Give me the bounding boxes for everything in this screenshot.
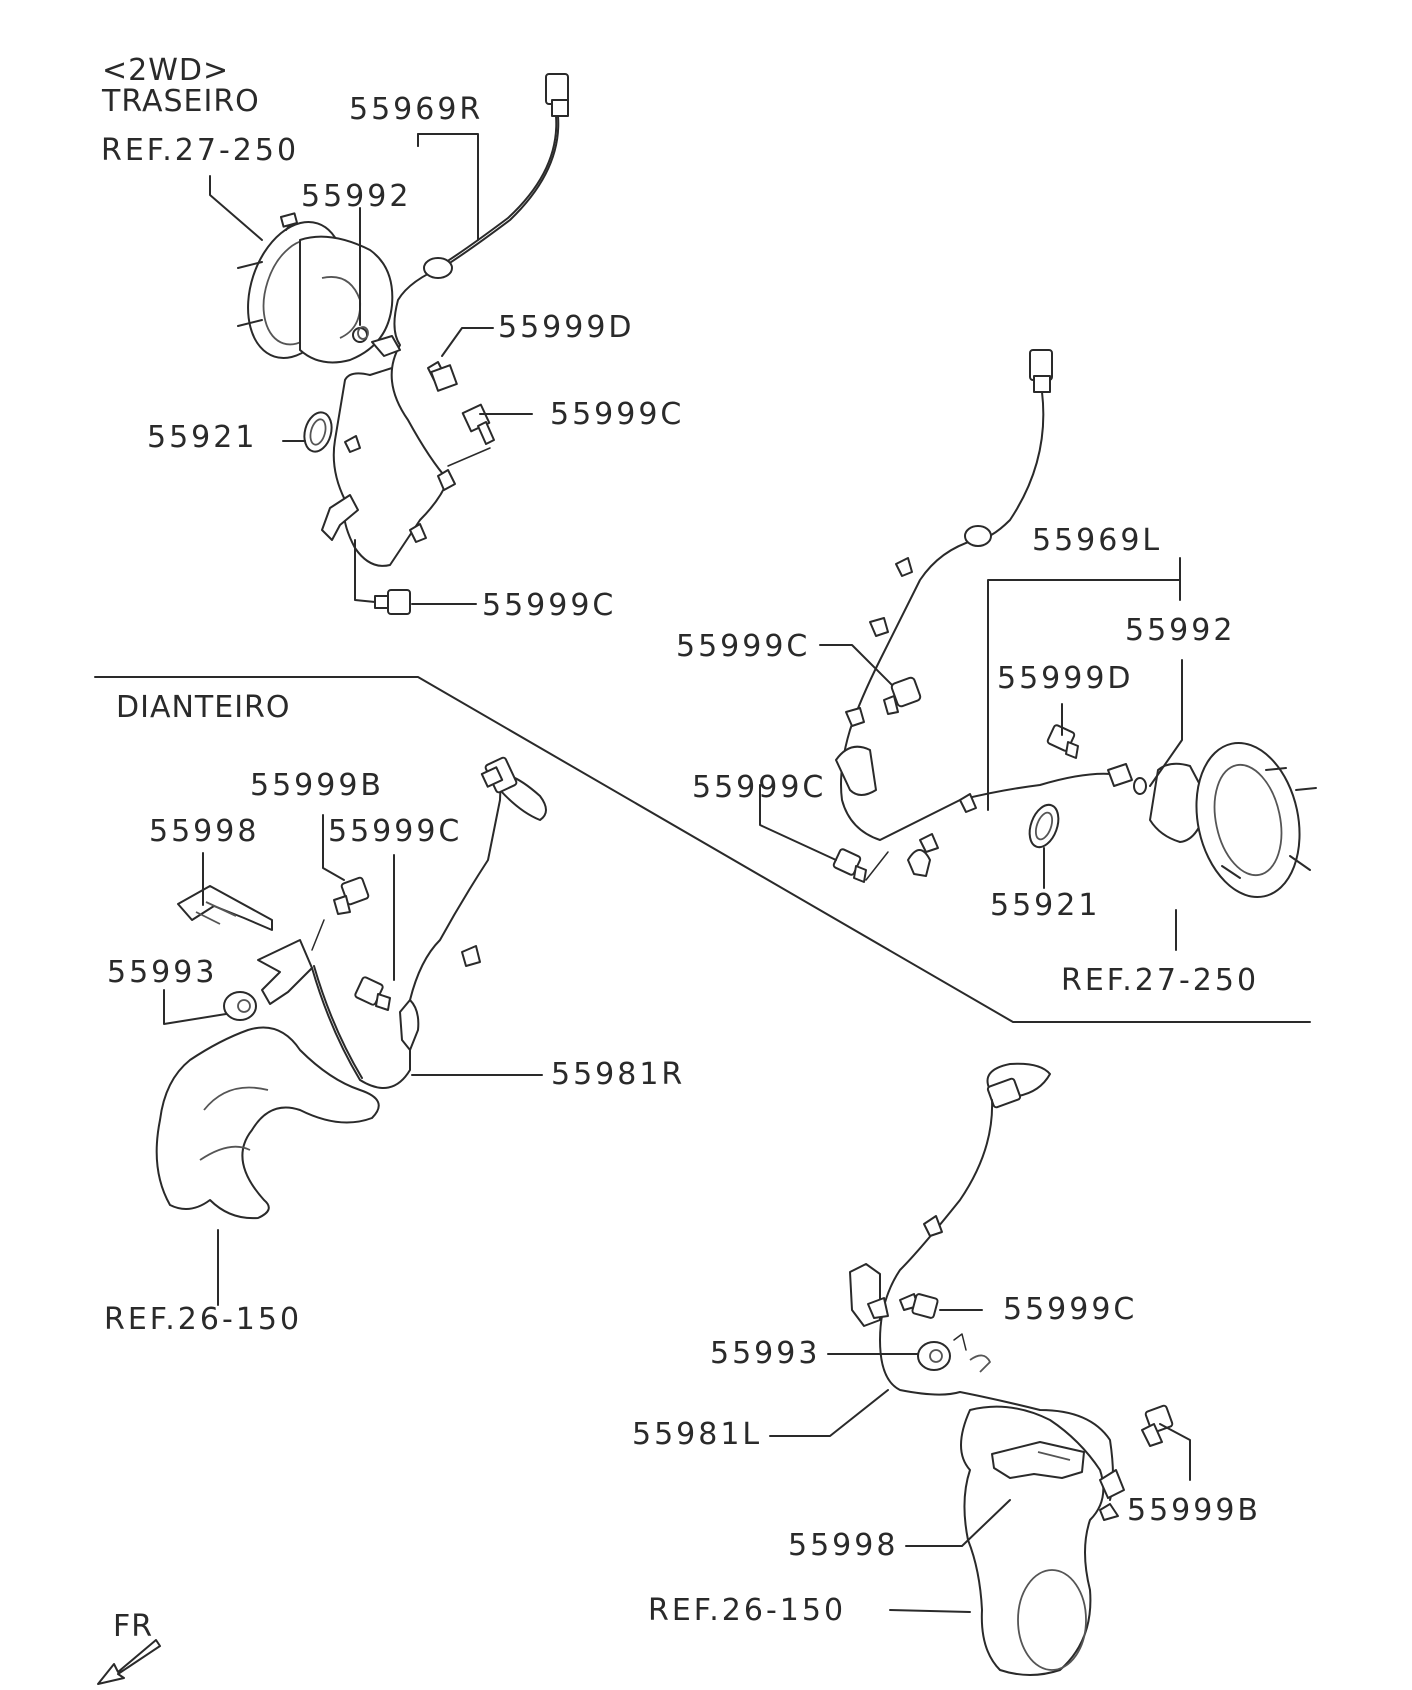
front-left-ref-label: REF.26-150 <box>648 1593 847 1628</box>
bolt-icon <box>461 403 495 445</box>
rear-right-bolt-c-lower-label: 55999C <box>482 588 617 623</box>
wheel-hub-icon <box>1149 741 1317 899</box>
bolt-icon <box>1046 724 1079 759</box>
bolt-icon <box>832 848 867 883</box>
front-left-bracket-label: 55998 <box>788 1528 899 1563</box>
bolt-icon <box>883 676 922 715</box>
bolt-icon <box>899 1293 939 1319</box>
section-divider <box>94 676 1311 1023</box>
nut-icon <box>223 991 257 1021</box>
bracket-icon <box>321 494 359 541</box>
connector-icon <box>480 756 547 821</box>
grommet-icon <box>964 525 992 547</box>
rear-left-bolt-c-upper-label: 55999C <box>676 629 811 664</box>
front-left-assembly <box>769 1062 1191 1676</box>
front-left-sensor-label: 55981L <box>632 1417 763 1452</box>
connector-icon <box>1029 349 1053 393</box>
bolt-icon <box>374 589 411 615</box>
front-left-bolt-c-label: 55999C <box>1003 1292 1138 1327</box>
front-right-ref-label: REF.26-150 <box>104 1302 303 1337</box>
grommet-icon <box>1028 803 1060 849</box>
rear-left-bolt-d-label: 55999D <box>997 661 1134 696</box>
rear-right-ref-label: REF.27-250 <box>101 133 300 168</box>
rear-right-sensor-label: 55969R <box>349 92 484 127</box>
knuckle-icon <box>155 1026 380 1220</box>
front-section-title: DIANTEIRO <box>116 690 291 725</box>
rear-left-ref-label: REF.27-250 <box>1061 963 1260 998</box>
rear-right-bolt-c-upper-label: 55999C <box>550 397 685 432</box>
rear-section-title: TRASEIRO <box>102 84 260 119</box>
wheel-hub-icon <box>237 212 394 364</box>
front-right-assembly <box>155 756 547 1306</box>
bolt-icon <box>354 976 391 1011</box>
rear-left-sensor-label: 55969L <box>1032 523 1163 558</box>
front-left-bolt-b-label: 55999B <box>1127 1493 1262 1528</box>
model-label: <2WD> <box>102 53 230 88</box>
rear-right-oring-label: 55992 <box>301 179 412 214</box>
nut-icon <box>917 1341 951 1371</box>
bolt-icon <box>427 361 458 392</box>
connector-icon <box>986 1062 1051 1109</box>
front-left-nut-label: 55993 <box>710 1336 821 1371</box>
grommet-icon <box>423 257 453 279</box>
bracket-icon <box>177 885 273 931</box>
bolt-icon <box>1141 1404 1174 1447</box>
rear-right-assembly <box>209 73 569 615</box>
front-right-bolt-b-label: 55999B <box>250 768 385 803</box>
front-right-nut-label: 55993 <box>107 955 218 990</box>
rear-left-oring-label: 55992 <box>1125 613 1236 648</box>
front-right-bracket-label: 55998 <box>149 814 260 849</box>
arrow-down-left-icon <box>97 1639 161 1685</box>
direction-label: FR <box>113 1609 154 1644</box>
front-right-sensor-label: 55981R <box>551 1057 686 1092</box>
bracket-icon <box>991 1441 1085 1479</box>
connector-icon <box>545 73 569 117</box>
rear-left-assembly <box>759 349 1317 951</box>
rear-left-grommet-label: 55921 <box>990 888 1101 923</box>
rear-right-bolt-d-label: 55999D <box>498 310 635 345</box>
bolt-icon <box>333 876 370 915</box>
front-right-bolt-c-label: 55999C <box>328 814 463 849</box>
rear-right-grommet-label: 55921 <box>147 420 258 455</box>
rear-left-bolt-c-lower-label: 55999C <box>692 770 827 805</box>
grommet-icon <box>303 411 333 453</box>
